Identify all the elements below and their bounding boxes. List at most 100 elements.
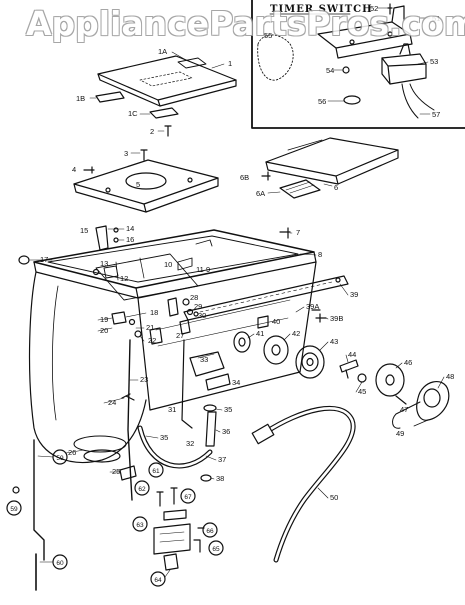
label-48: 48 — [446, 372, 454, 381]
label-6A: 6A — [256, 189, 265, 198]
label-36: 36 — [222, 427, 230, 436]
circle-label-63: 63 — [132, 516, 148, 532]
hinge-1C — [149, 107, 179, 119]
label-52: 52 — [370, 4, 378, 13]
label-42: 42 — [292, 329, 300, 338]
label-23: 23 — [140, 375, 148, 384]
label-46: 46 — [404, 358, 412, 367]
svg-text:65: 65 — [212, 546, 220, 553]
label-44: 44 — [348, 350, 356, 359]
hinge-1B — [95, 91, 125, 103]
label-8: 8 — [318, 250, 322, 259]
label-14: 14 — [126, 224, 134, 233]
circle-label-60: 60 — [52, 554, 68, 570]
label-1: 1 — [228, 59, 232, 68]
circled-labels: 59 59 60 61 62 67 63 66 65 64 — [6, 449, 224, 587]
label-32: 32 — [186, 439, 194, 448]
svg-text:66: 66 — [206, 528, 214, 535]
timer-bracket — [317, 5, 413, 59]
timer-switch-inset: TIMER SWITCH 52 51 55 54 — [251, 0, 465, 129]
svg-text:59: 59 — [10, 506, 18, 513]
label-55: 55 — [264, 31, 272, 40]
circle-label-59b: 59 — [6, 500, 22, 516]
switch-assembly — [153, 487, 205, 571]
bracket-40 — [257, 315, 269, 329]
label-50: 50 — [330, 493, 338, 502]
circle-label-67: 67 — [180, 488, 196, 504]
label-35b: 35 — [160, 433, 168, 442]
rod-59-60 — [12, 439, 45, 591]
label-56: 56 — [318, 97, 326, 106]
belt-48 — [416, 381, 450, 421]
label-45: 45 — [358, 387, 366, 396]
label-31: 31 — [168, 405, 176, 414]
leader-lines — [29, 228, 445, 499]
svg-text:59: 59 — [56, 455, 64, 462]
label-7: 7 — [296, 228, 300, 237]
label-27: 27 — [176, 331, 184, 340]
key-47 — [395, 395, 407, 405]
label-5: 5 — [136, 180, 140, 189]
label-16: 16 — [126, 235, 134, 244]
sub-top-panel: 3 4 5 — [72, 149, 219, 213]
screw-7 — [279, 227, 291, 239]
nut-45 — [357, 373, 367, 383]
label-1B: 1B — [76, 94, 85, 103]
label-4: 4 — [72, 165, 76, 174]
label-12: 12 — [120, 274, 128, 283]
lid-panel: 6B 6A 6 — [240, 137, 399, 199]
label-18: 18 — [150, 308, 158, 317]
rail-39 — [183, 275, 349, 321]
label-37: 37 — [218, 455, 226, 464]
label-40: 40 — [272, 317, 280, 326]
label-6: 6 — [334, 183, 338, 192]
label-6B: 6B — [240, 173, 249, 182]
label-13: 13 — [100, 259, 108, 268]
screw-2 — [164, 125, 172, 137]
label-28: 28 — [190, 293, 198, 302]
bracket-15 — [95, 225, 119, 251]
label-33: 33 — [200, 355, 208, 364]
svg-text:62: 62 — [138, 486, 146, 493]
inset-title: TIMER SWITCH — [270, 4, 373, 15]
label-26: 26 — [68, 448, 76, 457]
pulley-42 — [263, 335, 289, 365]
clamp-56 — [343, 95, 361, 105]
handle-6A — [279, 179, 321, 199]
svg-text:61: 61 — [152, 468, 160, 475]
label-41: 41 — [256, 329, 264, 338]
circle-label-59a: 59 — [52, 449, 68, 465]
screw-52 — [387, 3, 393, 15]
label-11: 11 — [196, 265, 204, 274]
drive-belt-49 — [392, 401, 421, 429]
screw-6B — [261, 171, 271, 181]
svg-text:67: 67 — [184, 494, 192, 501]
label-24: 24 — [108, 398, 116, 407]
label-29: 29 — [194, 302, 202, 311]
label-39A: 39A — [306, 302, 319, 311]
label-51: 51 — [432, 14, 440, 23]
label-15: 15 — [80, 226, 88, 235]
label-1C: 1C — [128, 109, 138, 118]
pulley-41 — [233, 331, 251, 353]
wire-harness-57 — [401, 83, 435, 119]
label-43: 43 — [330, 337, 338, 346]
circle-label-65: 65 — [208, 540, 224, 556]
label-10: 10 — [164, 260, 172, 269]
label-30: 30 — [198, 311, 206, 320]
label-39: 39 — [350, 290, 358, 299]
linkage-assembly — [83, 297, 231, 501]
screw-39B — [315, 313, 327, 323]
label-53: 53 — [430, 57, 438, 66]
circle-label-61: 61 — [148, 462, 164, 478]
label-35a: 35 — [224, 405, 232, 414]
circle-label-66: 66 — [202, 522, 218, 538]
label-25: 25 — [112, 467, 120, 476]
label-3: 3 — [124, 149, 128, 158]
label-49: 49 — [396, 429, 404, 438]
screw-4 — [83, 166, 95, 174]
screw-3 — [140, 149, 148, 161]
label-57: 57 — [432, 110, 440, 119]
label-47: 47 — [400, 405, 408, 414]
